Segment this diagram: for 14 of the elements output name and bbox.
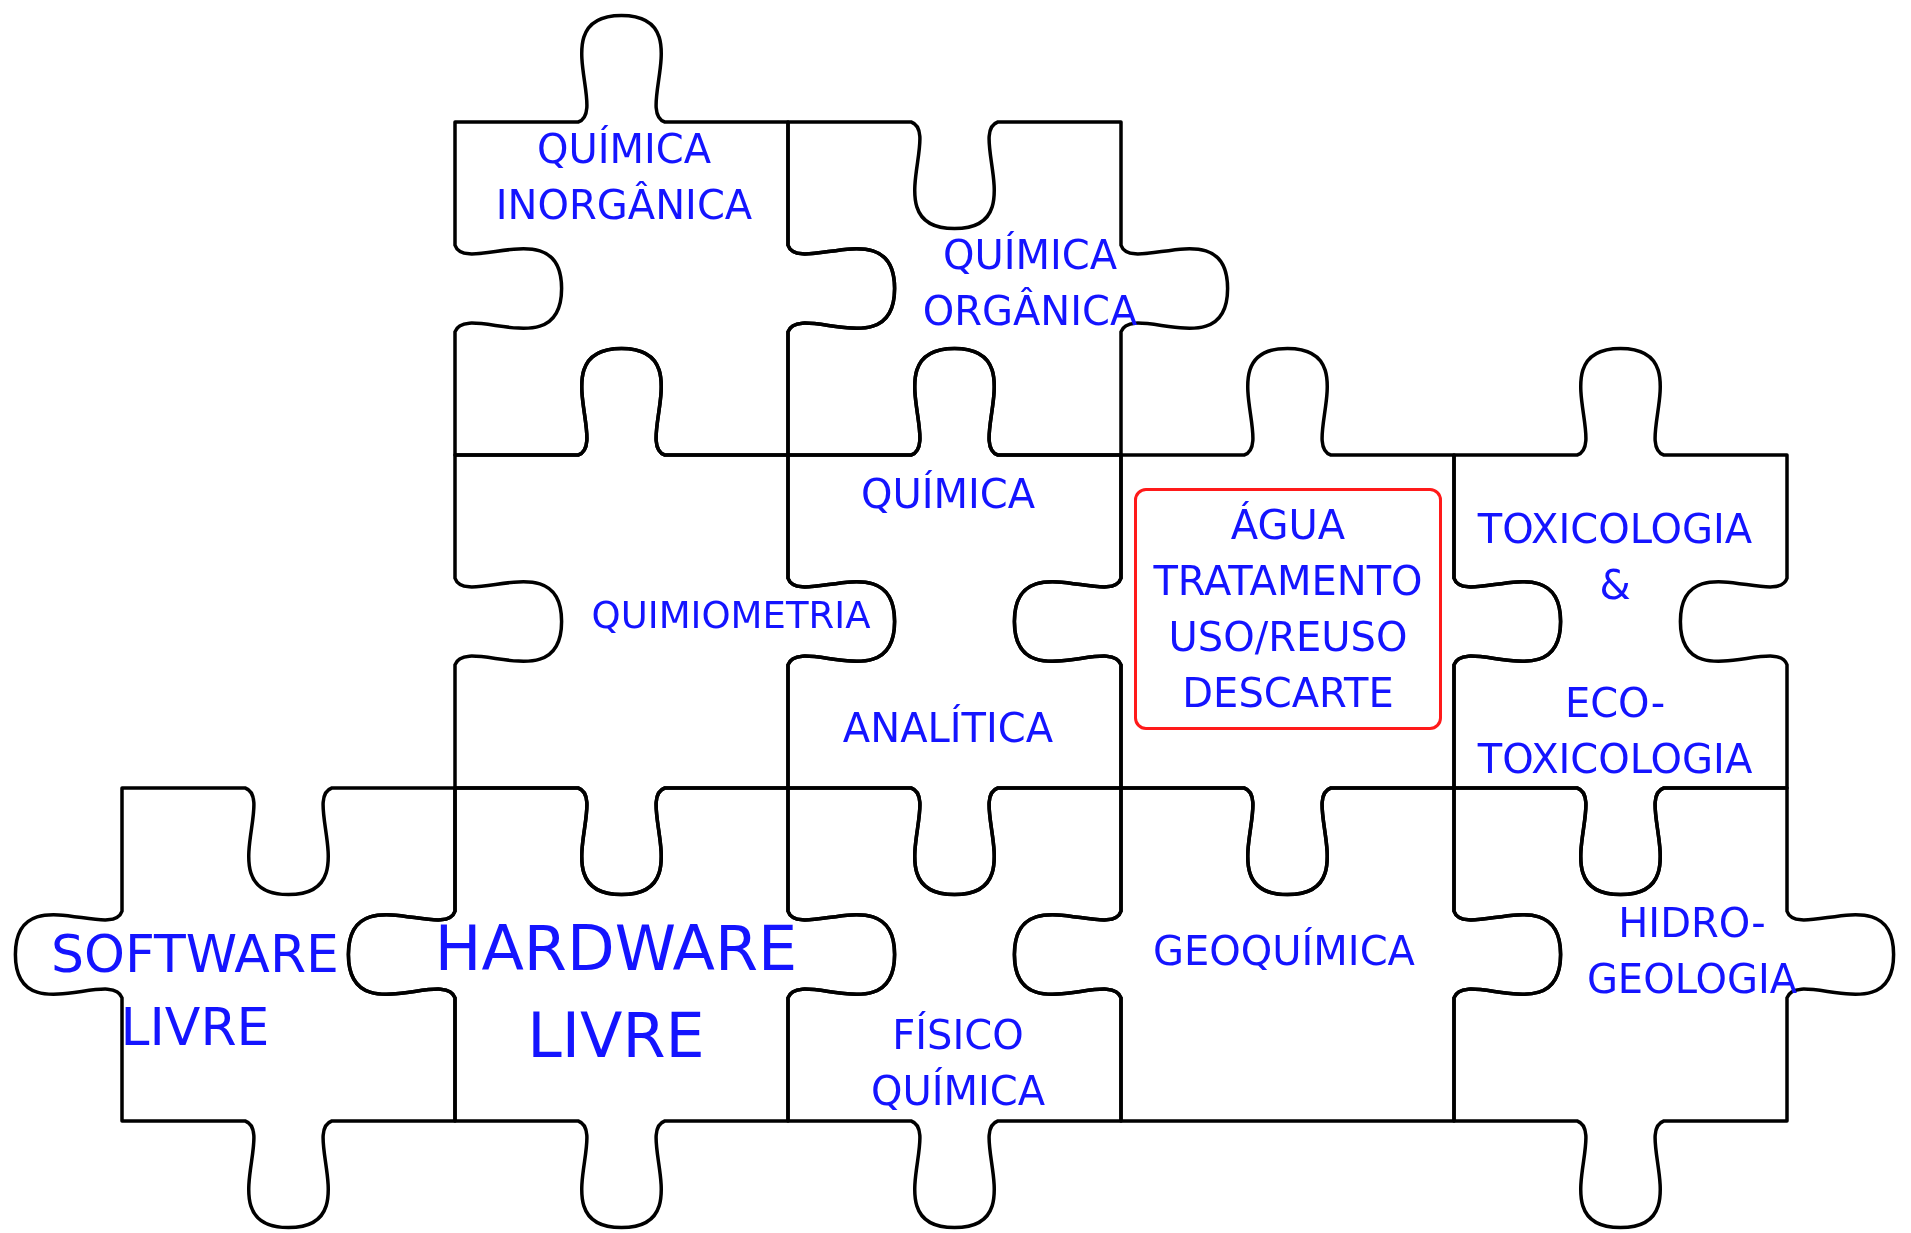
piece-label: SOFTWARE LIVRE (51, 923, 339, 1059)
piece-label: QUÍMICA INORGÂNICA (495, 124, 753, 230)
piece-label: QUÍMICA ORGÂNICA (922, 230, 1138, 336)
highlight-box (1134, 488, 1442, 730)
piece-label: FÍSICO QUÍMICA (870, 1010, 1046, 1116)
piece-label: HARDWARE LIVRE (434, 911, 798, 1074)
piece-label: QUIMIOMETRIA (591, 593, 871, 640)
piece-label: ANALÍTICA (842, 703, 1054, 753)
piece-label: TOXICOLOGIA & (1477, 505, 1753, 610)
piece-label: ECO- TOXICOLOGIA (1477, 679, 1753, 784)
piece-label: QUÍMICA (860, 469, 1036, 519)
piece-label: GEOQUÍMICA (1153, 926, 1415, 976)
piece-label: HIDRO- GEOLOGIA (1586, 899, 1798, 1004)
piece-label: ÁGUA TRATAMENTO USO/REUSO DESCARTE (1153, 500, 1423, 718)
